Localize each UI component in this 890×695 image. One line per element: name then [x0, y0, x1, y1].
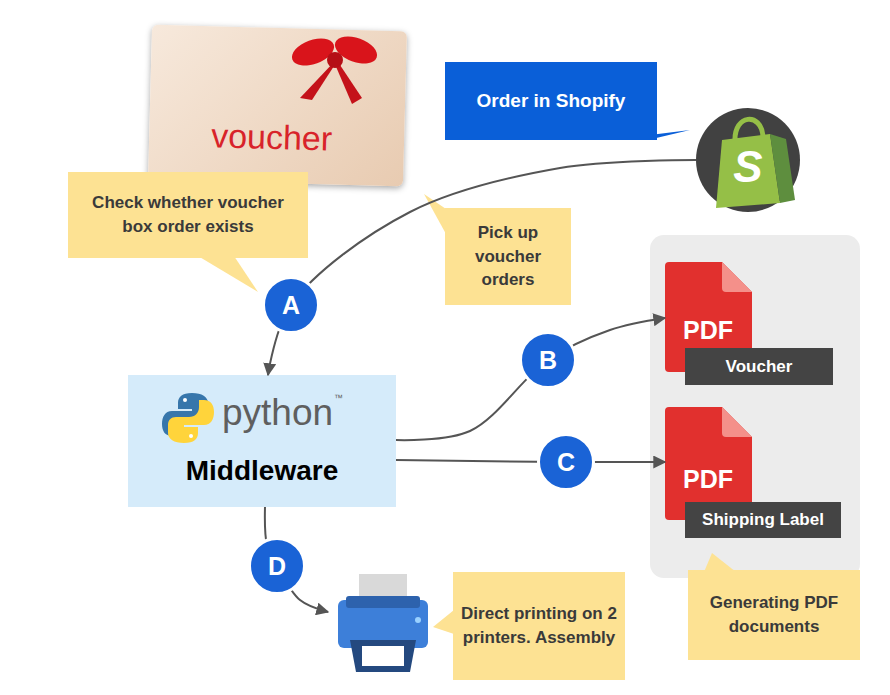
printer-cover [346, 596, 420, 608]
callout-text: Check whether voucher box order exists [80, 191, 296, 239]
printer-icon [328, 568, 436, 678]
bow-loop [331, 31, 381, 69]
callout-tail [198, 256, 258, 292]
callout-tail [424, 194, 446, 234]
python-eye [189, 434, 193, 438]
flow-arrow [396, 318, 665, 440]
callout-box: Order in Shopify [445, 62, 657, 140]
logo-circle-bg [696, 108, 800, 212]
flow-arrow [268, 160, 696, 375]
callout-text: Order in Shopify [477, 90, 626, 112]
trademark: ™ [334, 393, 343, 403]
logo-letter: S [733, 142, 762, 192]
ribbon-end [334, 62, 362, 104]
callout-tail [433, 610, 454, 634]
photo-card: voucher [148, 25, 407, 187]
step-badge: D [248, 537, 306, 595]
ribbon-bow [288, 31, 381, 104]
flow-arrow [265, 507, 328, 612]
python-snake [162, 393, 208, 436]
file-type: PDF [683, 316, 733, 345]
callout-box: Generating PDF documents [688, 570, 860, 660]
callout-box: Check whether voucher box order exists [68, 172, 308, 258]
ribbon-end [300, 62, 334, 100]
python-wordmark: python [222, 392, 333, 434]
file-icon: PDF Voucher [665, 260, 840, 388]
bow-loop [288, 33, 338, 71]
pdf-fold [722, 407, 752, 437]
flow-arrow [396, 460, 665, 462]
callout-text: Pick up voucher orders [453, 221, 563, 292]
bow-knot [327, 52, 343, 68]
card-text: voucher [211, 116, 333, 158]
callout-text: Direct printing on 2 printers. Assembly [459, 602, 619, 650]
file-label: Voucher [685, 348, 833, 385]
python-logo [162, 393, 214, 443]
step-badge: B [519, 331, 577, 389]
file-label: Shipping Label [685, 502, 841, 538]
logo-circle: S [696, 108, 800, 212]
process-box: python™ Middleware [128, 375, 396, 507]
callout-box: Direct printing on 2 printers. Assembly [453, 572, 625, 680]
python-snake [168, 400, 214, 443]
step-badge: A [262, 276, 320, 334]
step-badge: C [537, 433, 595, 491]
printer-light [415, 617, 421, 623]
bag-side [770, 134, 795, 203]
printer-output [362, 646, 404, 666]
printer-tray [350, 640, 416, 672]
file-type: PDF [683, 465, 733, 494]
box-title: Middleware [128, 455, 396, 487]
bag-body [716, 134, 780, 208]
file-icon: PDF Shipping Label [665, 405, 847, 542]
python-eye [183, 398, 187, 402]
callout-box: Pick up voucher orders [445, 208, 571, 305]
pdf-fold [722, 262, 752, 292]
callout-text: Generating PDF documents [696, 591, 852, 639]
file-panel [650, 235, 860, 578]
